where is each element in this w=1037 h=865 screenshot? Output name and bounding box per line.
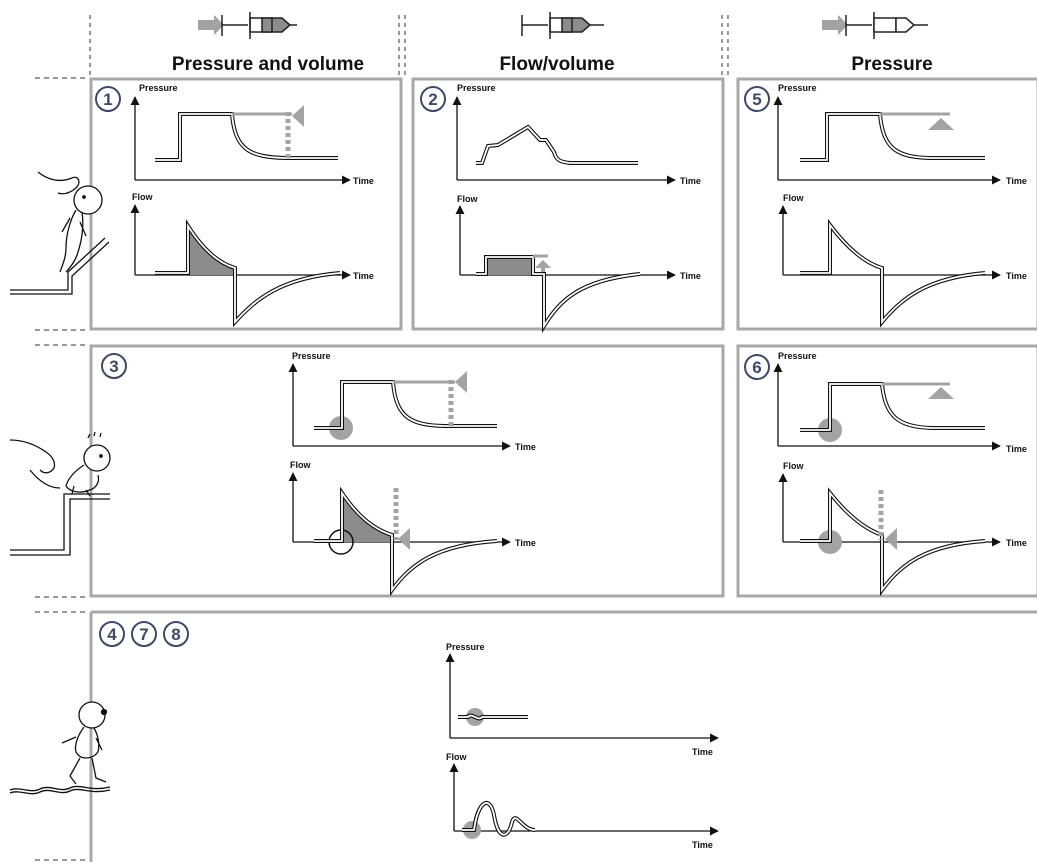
panel-frame-478 bbox=[89, 610, 1037, 862]
panel-frames bbox=[89, 77, 1037, 862]
svg-text:Time: Time bbox=[680, 271, 701, 281]
panel-6-flow-graph: Flow Time bbox=[778, 461, 1027, 597]
svg-text:8: 8 bbox=[171, 625, 180, 644]
syringe-filled-icon bbox=[198, 12, 297, 39]
svg-text:Pressure: Pressure bbox=[457, 83, 496, 93]
svg-text:Time: Time bbox=[353, 176, 374, 186]
svg-text:Pressure: Pressure bbox=[292, 351, 331, 361]
svg-text:Flow: Flow bbox=[783, 193, 804, 203]
panel-frame-5 bbox=[736, 77, 1037, 331]
panel-478-pressure-graph: Pressure Time bbox=[445, 642, 719, 757]
svg-text:Flow: Flow bbox=[446, 752, 467, 762]
baby-held-upright-illustration bbox=[10, 171, 110, 295]
panel-number-4: 4 bbox=[99, 621, 125, 647]
panel-2-pressure-graph: Pressure Time bbox=[452, 83, 701, 186]
syringe-filled-icon bbox=[521, 12, 604, 39]
svg-text:Time: Time bbox=[1006, 271, 1027, 281]
svg-text:Time: Time bbox=[1006, 176, 1027, 186]
panel-number-6: 6 bbox=[744, 354, 770, 380]
svg-text:Flow: Flow bbox=[457, 194, 478, 204]
panel-1-pressure-graph: Pressure Time bbox=[130, 83, 374, 186]
svg-text:Time: Time bbox=[353, 271, 374, 281]
svg-text:Time: Time bbox=[692, 747, 713, 757]
panel-5-flow-graph: Flow Time bbox=[778, 193, 1027, 328]
panel-number-1: 1 bbox=[95, 86, 121, 112]
panel-3-pressure-graph: Pressure Time bbox=[288, 351, 536, 452]
panel-5-pressure-graph: Pressure Time bbox=[773, 83, 1027, 186]
column-header-pressure: Pressure bbox=[851, 54, 932, 75]
svg-text:6: 6 bbox=[752, 358, 761, 377]
svg-text:Time: Time bbox=[515, 442, 536, 452]
svg-text:7: 7 bbox=[139, 625, 148, 644]
svg-text:Flow: Flow bbox=[290, 460, 311, 470]
panel-number-7: 7 bbox=[131, 621, 157, 647]
svg-text:Pressure: Pressure bbox=[139, 83, 178, 93]
column-header-pressure-volume: Pressure and volume bbox=[172, 54, 364, 75]
svg-text:Flow: Flow bbox=[783, 461, 804, 471]
panel-number-3: 3 bbox=[101, 353, 127, 379]
panel-frame-6 bbox=[736, 344, 1037, 598]
svg-text:Time: Time bbox=[692, 840, 713, 850]
panel-frame-1 bbox=[89, 77, 403, 331]
panel-number-5: 5 bbox=[744, 86, 770, 112]
panel-2-flow-graph: Flow Time bbox=[455, 194, 701, 334]
column-separators bbox=[89, 15, 729, 75]
svg-text:4: 4 bbox=[107, 625, 117, 644]
svg-text:Flow: Flow bbox=[132, 192, 153, 202]
svg-text:5: 5 bbox=[752, 90, 761, 109]
baby-on-step-illustration bbox=[9, 431, 111, 556]
panel-number-8: 8 bbox=[163, 621, 189, 647]
svg-text:Time: Time bbox=[515, 538, 536, 548]
panel-frame-2 bbox=[411, 77, 725, 331]
panel-frame-3 bbox=[89, 344, 725, 598]
svg-text:Time: Time bbox=[680, 176, 701, 186]
svg-text:Pressure: Pressure bbox=[778, 83, 817, 93]
baby-walking-illustration bbox=[9, 701, 111, 795]
svg-text:Time: Time bbox=[1006, 538, 1027, 548]
svg-text:1: 1 bbox=[103, 90, 112, 109]
syringe-empty-icon bbox=[822, 12, 928, 39]
panel-478-flow-graph: Flow Time bbox=[446, 752, 719, 850]
svg-text:Pressure: Pressure bbox=[778, 351, 817, 361]
svg-text:Pressure: Pressure bbox=[446, 642, 485, 652]
panel-number-2: 2 bbox=[420, 86, 446, 112]
panel-6-pressure-graph: Pressure Time bbox=[773, 351, 1027, 454]
column-header-flow-volume: Flow/volume bbox=[499, 54, 614, 75]
svg-text:Time: Time bbox=[1006, 444, 1027, 454]
svg-text:2: 2 bbox=[428, 90, 437, 109]
panel-1-flow-graph: Flow Time bbox=[130, 192, 374, 328]
panel-3-flow-graph: Flow Time bbox=[288, 460, 536, 597]
svg-text:3: 3 bbox=[109, 357, 118, 376]
